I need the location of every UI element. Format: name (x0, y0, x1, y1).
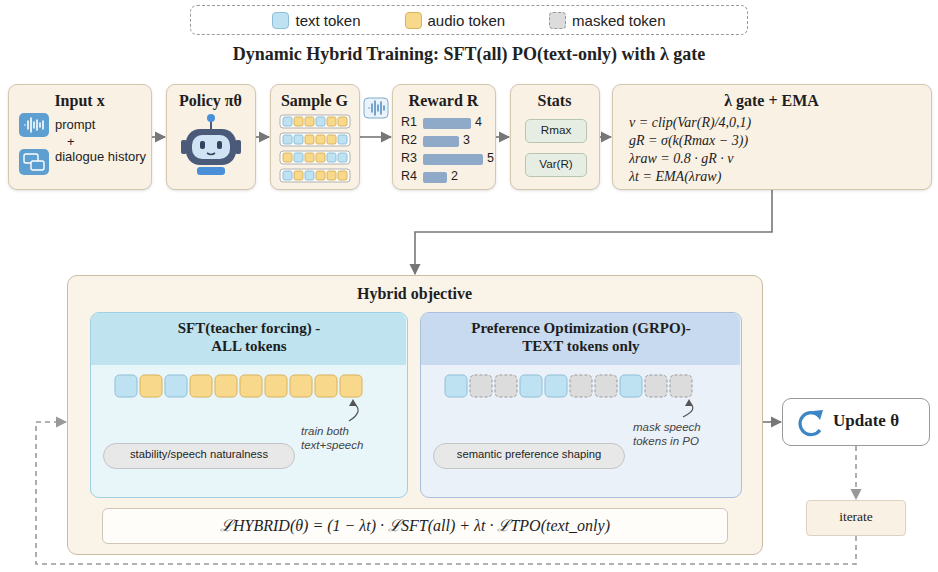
panel-heading: Hybrid objective (68, 284, 761, 303)
reward-value: 5 (487, 151, 494, 166)
legend-swatch (549, 12, 566, 29)
sft-box: SFT(teacher forcing) -ALL tokens train bo… (90, 312, 408, 498)
reward-value: 2 (451, 169, 458, 184)
node-text: Update θ (833, 411, 899, 431)
legend-item: text token (272, 12, 360, 29)
flow-arrow (152, 136, 165, 138)
node-text: iterate (807, 509, 905, 525)
node-text: + (67, 134, 75, 150)
policy-box: Policy πθ (166, 84, 256, 190)
node-text: Rmax (526, 123, 586, 137)
diagram-title: Dynamic Hybrid Training: SFT(all) PO(tex… (0, 44, 938, 65)
reward-label: R1 (401, 115, 417, 130)
node-heading: Input x (9, 91, 150, 110)
annotation: train both text+speech (301, 425, 401, 453)
reward-bar (423, 136, 459, 147)
node-heading: Policy πθ (167, 91, 254, 110)
reward-value: 4 (475, 115, 482, 130)
reward-bar (423, 172, 447, 183)
node-heading: λ gate + EMA (613, 91, 930, 110)
node-text: stability/speech naturalness (104, 448, 294, 462)
legend-label: masked token (572, 12, 665, 29)
reward-label: R4 (401, 169, 417, 184)
stats-box: StatsRmaxVar(R) (510, 84, 600, 190)
node-text: semantic preference shaping (434, 448, 624, 462)
flow-arrow (415, 190, 772, 274)
legend-swatch (272, 12, 289, 29)
po-box: Preference Optimization (GRPO)-TEXT toke… (420, 312, 742, 498)
formula: λraw = 0.8 · gR · v (629, 151, 734, 168)
node-heading: Sample G (271, 91, 358, 110)
box-heading: Preference Optimization (GRPO)-TEXT toke… (456, 319, 706, 355)
update-box: Update θ (782, 398, 930, 446)
stat-chip: Var(R) (525, 153, 587, 177)
legend-swatch (405, 12, 422, 29)
iterate-box: iterate (806, 500, 906, 536)
flow-arrow (600, 136, 611, 138)
reward-bar (423, 154, 483, 165)
note-pill: semantic preference shaping (433, 443, 625, 469)
formula: v = clip(Var(R)/4,0,1) (629, 115, 751, 132)
node-text: dialogue history (55, 149, 147, 165)
legend-item: masked token (549, 12, 665, 29)
gate-box: λ gate + EMA v = clip(Var(R)/4,0,1)gR = σ… (612, 84, 932, 190)
node-text: prompt (55, 117, 95, 133)
node-text: Var(R) (526, 157, 586, 171)
stat-chip: Rmax (525, 119, 587, 143)
node-heading: Stats (511, 91, 598, 110)
reward-value: 3 (463, 133, 470, 148)
iteration-connector (855, 446, 857, 499)
objective-panel: Hybrid objectiveℒHYBRID(θ) = (1 − λt) · … (67, 275, 763, 555)
note-pill: stability/speech naturalness (103, 443, 295, 469)
reward-bar (423, 118, 471, 129)
flow-arrow (496, 136, 509, 138)
reward-box: Reward R R1 4R2 3R3 5R4 2 (392, 84, 496, 190)
formula: λt = EMA(λraw) (629, 169, 721, 186)
legend-item: audio token (405, 12, 506, 29)
legend-label: audio token (428, 12, 506, 29)
node-heading: Reward R (393, 91, 494, 110)
legend-box: text token audio token masked token (190, 5, 748, 35)
sample-box: Sample G (270, 84, 360, 190)
formula: gR = σ(k(Rmax − 3)) (629, 133, 748, 150)
loss-formula: ℒHYBRID(θ) = (1 − λt) · ℒSFT(all) + λt ·… (102, 508, 728, 544)
reward-label: R3 (401, 151, 417, 166)
flow-arrow (360, 136, 391, 138)
input-box: Input x prompt+dialogue history (8, 84, 152, 190)
audio-icon (364, 98, 388, 118)
flow-arrow (256, 136, 269, 138)
flow-arrow (763, 421, 781, 423)
reward-label: R2 (401, 133, 417, 148)
annotation: mask speech tokens in PO (633, 421, 735, 449)
legend-label: text token (295, 12, 360, 29)
box-heading: SFT(teacher forcing) -ALL tokens (164, 319, 334, 355)
